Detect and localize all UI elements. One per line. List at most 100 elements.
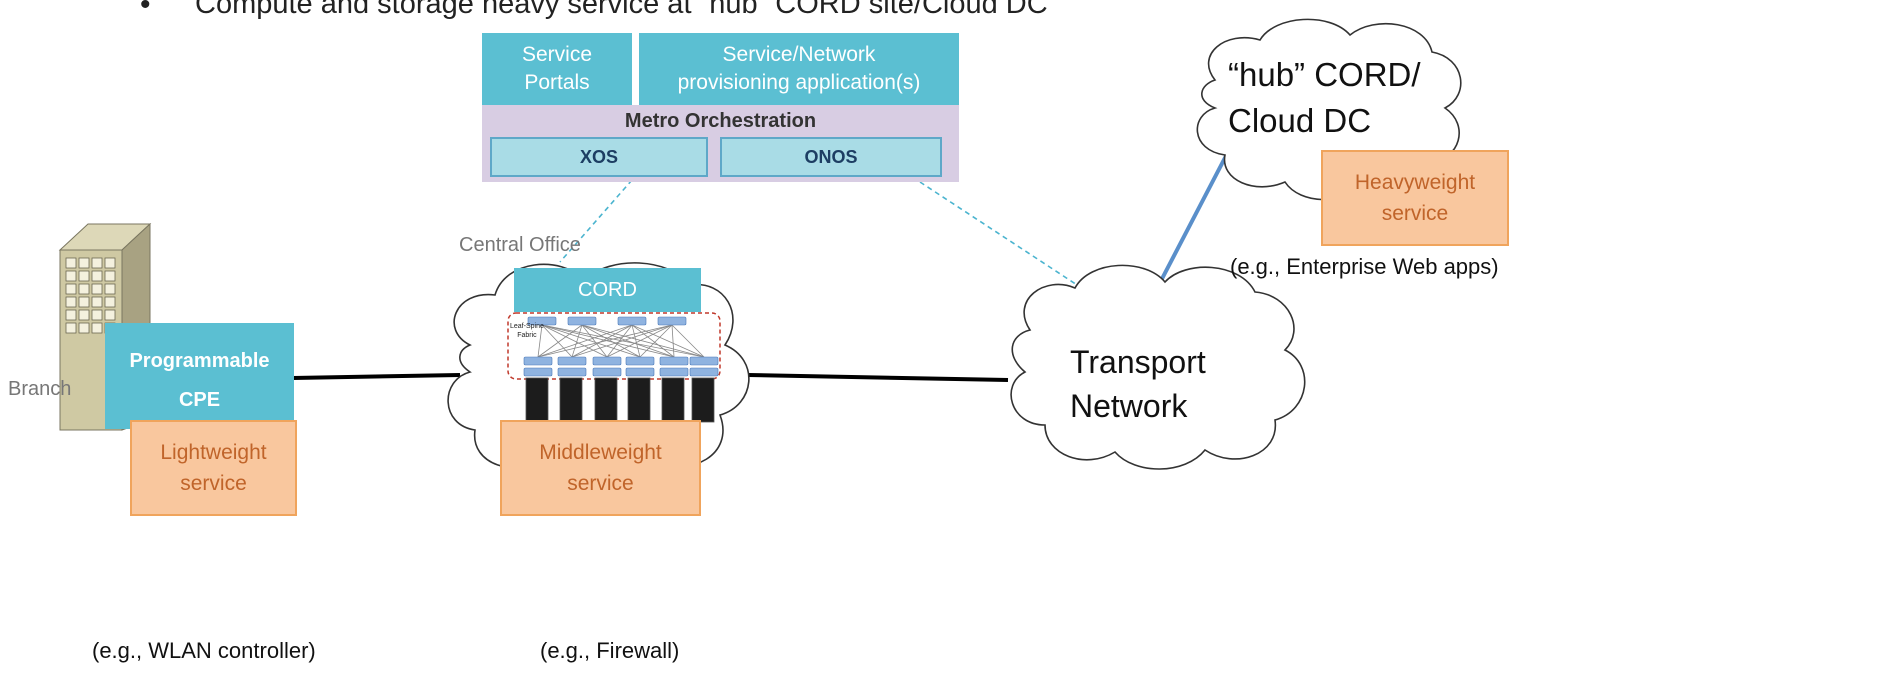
heavyweight-service-box: Heavyweight service: [1321, 150, 1509, 246]
white-box-switch: [659, 356, 689, 366]
building-window: [104, 257, 116, 269]
fabric-link: [541, 324, 675, 358]
building-window: [91, 257, 103, 269]
building-window: [104, 296, 116, 308]
building-window: [78, 296, 90, 308]
server-rack: [627, 377, 651, 423]
onos-box: ONOS: [720, 137, 942, 177]
building-window: [91, 296, 103, 308]
building-window: [104, 283, 116, 295]
transport-network-label: Transport Network: [1070, 344, 1206, 424]
uplink-transport-hub: [1150, 151, 1230, 299]
fabric-link: [631, 324, 675, 358]
middleweight-service-label: Middleweight service: [539, 441, 662, 495]
fabric-link: [581, 324, 608, 358]
fabric-link: [537, 324, 583, 358]
white-boxes: [523, 316, 719, 377]
server-rack: [559, 377, 583, 423]
fabric-link: [571, 324, 583, 358]
fabric-link: [541, 324, 608, 358]
white-box-switch: [689, 356, 719, 366]
programmable-cpe-box: Programmable CPE: [105, 323, 294, 429]
transport-cloud: [1010, 264, 1306, 470]
hub-example: (e.g., Enterprise Web apps): [1230, 254, 1499, 279]
cpe-line2: CPE: [178, 389, 221, 411]
building-window: [78, 322, 90, 334]
fabric-link: [671, 324, 705, 358]
fabric-link: [537, 324, 673, 358]
fabric-link: [606, 324, 633, 358]
cord-box: CORD: [514, 268, 701, 312]
building-window: [78, 270, 90, 282]
dashed-link-xos-co: [559, 179, 633, 263]
building-window: [91, 309, 103, 321]
lightweight-service-label: Lightweight service: [160, 441, 267, 495]
building-window: [65, 296, 77, 308]
leaf-spine-fabric-label: Leaf-Spine Fabric: [510, 323, 544, 339]
header-text: Compute and storage heavy service at “hu…: [195, 0, 1048, 20]
fabric-link: [581, 324, 641, 358]
fabric-link: [541, 324, 641, 358]
link-co-transport: [747, 373, 1009, 382]
building-window: [91, 270, 103, 282]
white-box-switch: [659, 367, 689, 377]
fabric-link: [631, 324, 641, 358]
white-box-switch: [657, 316, 687, 326]
lightweight-service-box: Lightweight service: [130, 420, 297, 516]
white-box-switch: [592, 356, 622, 366]
fabric-link: [537, 324, 543, 358]
white-box-switch: [625, 367, 655, 377]
fabric-link: [537, 324, 633, 358]
fabric-link: [639, 324, 673, 358]
building-window: [65, 257, 77, 269]
white-box-switch: [625, 356, 655, 366]
leaf-spine-fabric-box: [507, 312, 721, 380]
fabric-link: [606, 324, 673, 358]
building-window: [104, 270, 116, 282]
link-cpe-co: [292, 373, 461, 380]
white-box-switch: [592, 367, 622, 377]
building-window: [78, 309, 90, 321]
white-box-switch: [527, 316, 557, 326]
server-rack: [525, 377, 549, 423]
fabric-link: [581, 324, 705, 358]
white-box-switch: [617, 316, 647, 326]
branch-label: Branch: [8, 378, 72, 400]
server-rack: [691, 377, 715, 423]
central-office-label: Central Office: [459, 234, 581, 256]
building-window: [65, 283, 77, 295]
branch-example: (e.g., WLAN controller): [92, 638, 316, 663]
building-window: [104, 309, 116, 321]
fabric-links: [537, 324, 705, 358]
building-window: [91, 283, 103, 295]
service-portals-box: Service Portals: [482, 33, 632, 105]
building-window: [65, 270, 77, 282]
fabric-link: [571, 324, 673, 358]
server-racks: [525, 377, 715, 423]
heavyweight-service-label: Heavyweight service: [1354, 171, 1476, 225]
xos-box: XOS: [490, 137, 708, 177]
white-box-switch: [523, 367, 553, 377]
server-rack: [661, 377, 685, 423]
white-box-switch: [523, 356, 553, 366]
middleweight-service-box: Middleweight service: [500, 420, 701, 516]
white-box-switch: [689, 367, 719, 377]
fabric-link: [671, 324, 675, 358]
white-box-switch: [557, 367, 587, 377]
server-rack: [594, 377, 618, 423]
building-window: [78, 257, 90, 269]
cpe-line1: Programmable: [129, 350, 270, 372]
building-window: [78, 283, 90, 295]
fabric-link: [571, 324, 633, 358]
metro-orchestration-title: Metro Orchestration: [624, 109, 817, 132]
building-window: [65, 309, 77, 321]
white-box-switch: [567, 316, 597, 326]
provisioning-apps-label: Service/Network provisioning application…: [677, 43, 921, 94]
fabric-link: [541, 324, 573, 358]
header-bullet: •: [140, 0, 151, 21]
middle-example: (e.g., Firewall): [540, 638, 680, 663]
white-box-switch: [557, 356, 587, 366]
fabric-link: [581, 324, 675, 358]
provisioning-apps-box: Service/Network provisioning application…: [639, 33, 959, 105]
